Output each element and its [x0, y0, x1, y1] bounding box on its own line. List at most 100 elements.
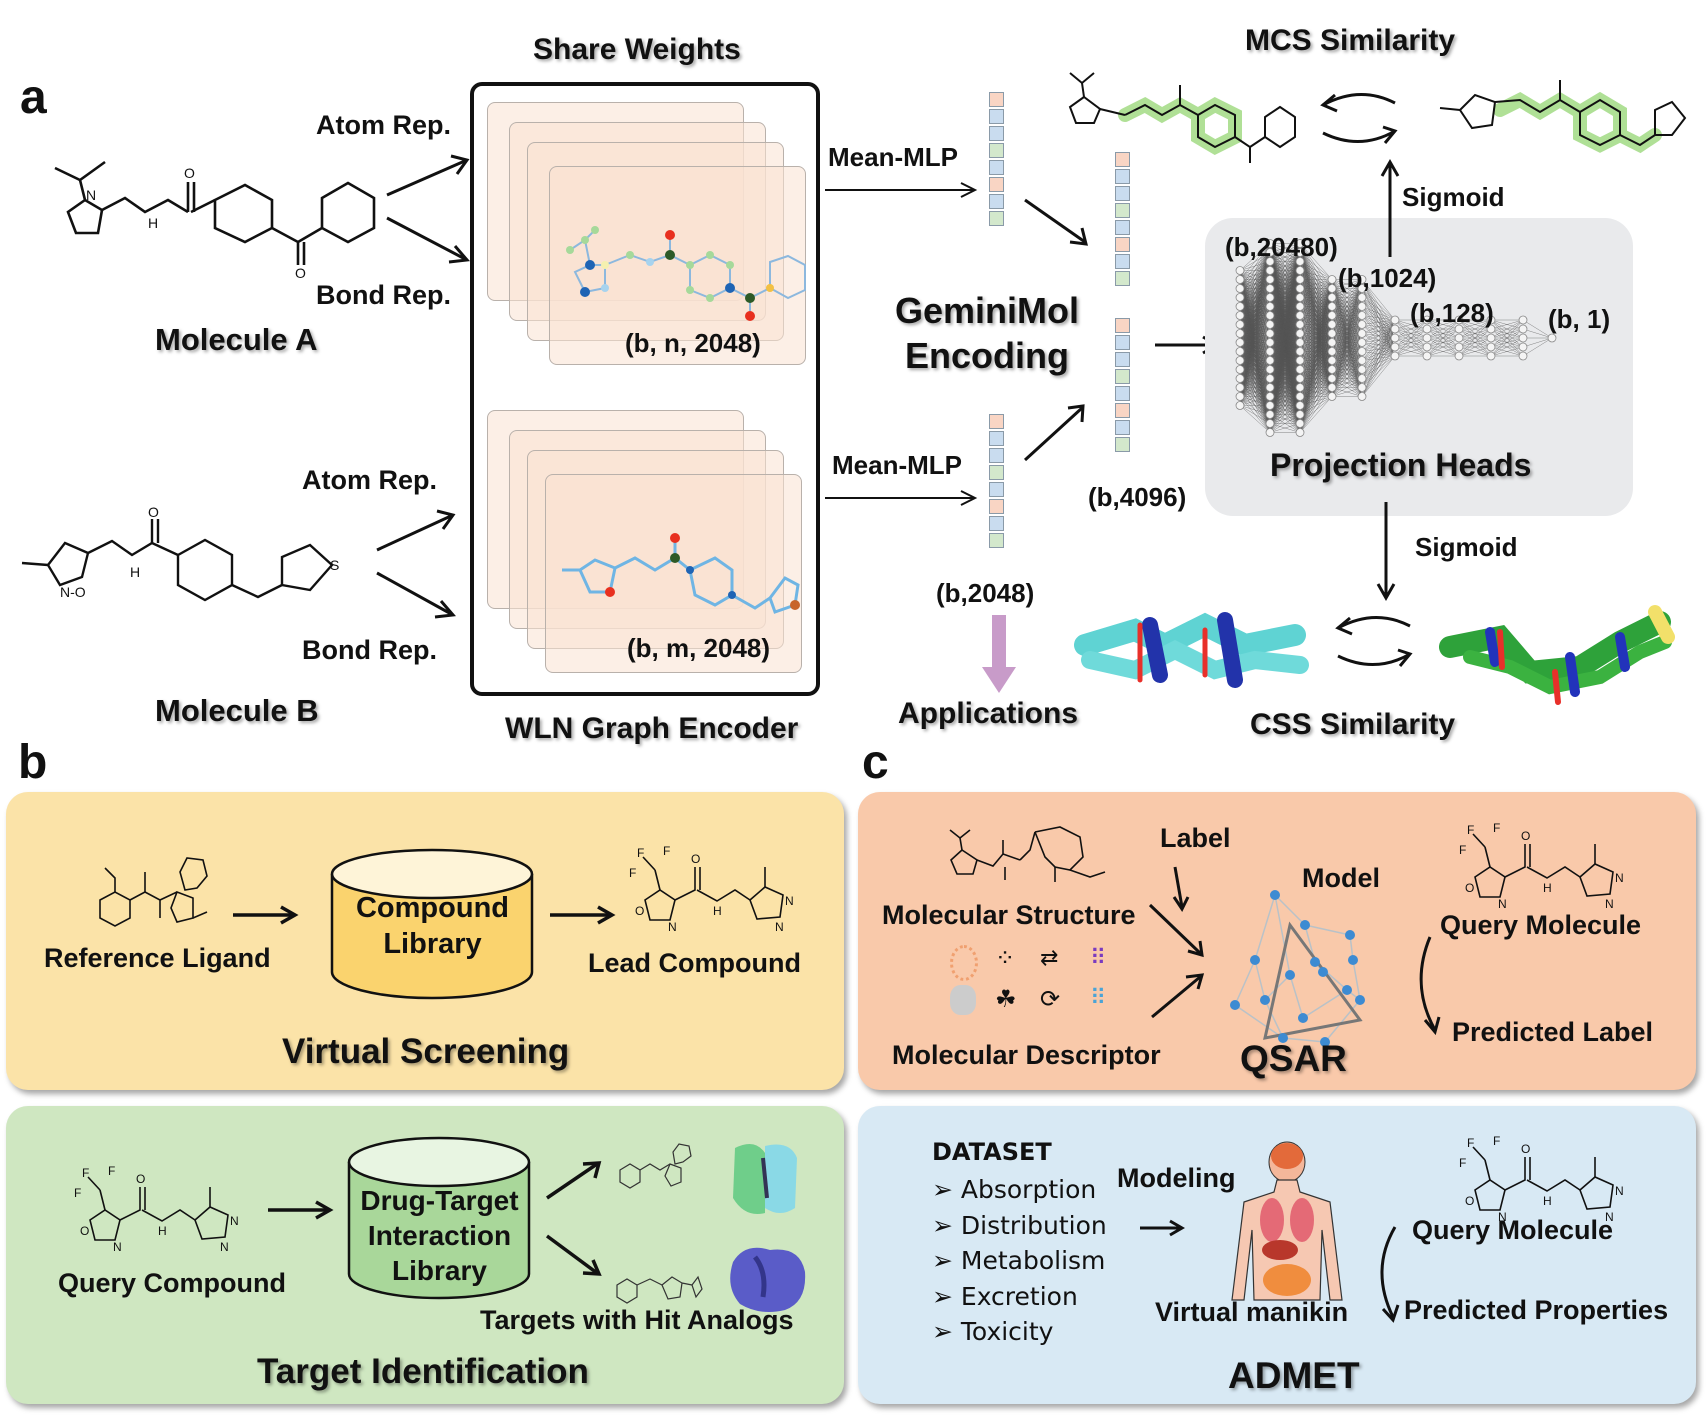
network-edge	[1299, 279, 1333, 307]
network-node	[1265, 392, 1275, 401]
svg-text:N-O: N-O	[60, 584, 86, 600]
network-node	[1295, 275, 1305, 284]
network-edge	[1299, 306, 1333, 433]
descriptor-icons: ⁘ ⇄ ⠿ ☘ ⟳ ⠿	[950, 945, 1130, 1020]
network-edge	[1361, 346, 1396, 397]
model-node	[1298, 1013, 1308, 1023]
network-node	[1357, 302, 1367, 311]
svg-text:O: O	[295, 265, 306, 281]
network-edge	[1331, 279, 1363, 289]
svg-text:F: F	[637, 846, 644, 860]
network-edge	[1394, 319, 1428, 348]
network-edge	[1269, 351, 1301, 433]
network-node	[1422, 315, 1432, 325]
model-edge	[1254, 959, 1266, 1001]
network-edge	[1361, 279, 1396, 321]
library-line-2: Library	[383, 928, 482, 960]
svg-text:O: O	[148, 504, 159, 520]
predicted-label-text: Predicted Label	[1452, 1017, 1654, 1047]
model-node	[1318, 967, 1328, 977]
network-node	[1357, 275, 1367, 284]
network-edge	[1239, 243, 1271, 280]
predicted-properties-label: Predicted Properties	[1404, 1295, 1669, 1325]
network-node	[1454, 315, 1464, 325]
network-node	[1295, 284, 1305, 293]
network-edge	[1269, 387, 1301, 433]
network-node	[1357, 338, 1367, 347]
target-protein-2	[730, 1247, 806, 1312]
model-node	[1300, 920, 1310, 930]
network-node	[1486, 315, 1496, 325]
model-node	[1345, 930, 1355, 940]
fingerprint-gray-icon	[950, 985, 976, 1015]
dti-library-cylinder	[347, 1136, 531, 1300]
network-node	[1327, 275, 1337, 284]
network-edge	[1299, 279, 1333, 352]
network-node	[1327, 338, 1337, 347]
network-edge	[1331, 279, 1363, 397]
network-edge	[1269, 243, 1301, 253]
network-node	[1295, 374, 1305, 383]
mean-mlp-bottom-arrow	[825, 490, 978, 506]
network-edge	[1361, 315, 1396, 321]
network-node	[1265, 356, 1275, 365]
network-edge	[1299, 324, 1333, 433]
network-edge	[1331, 315, 1363, 397]
cluster-icon: ⁘	[995, 945, 1016, 972]
model-node	[1348, 955, 1358, 965]
network-node	[1357, 320, 1367, 329]
network-node	[1327, 311, 1337, 320]
network-edge	[1299, 279, 1333, 343]
svg-text:O: O	[1465, 1194, 1474, 1208]
network-edge	[1458, 319, 1492, 357]
molecule-b-graph	[562, 533, 800, 614]
network-node	[1390, 315, 1400, 325]
network-node	[1235, 374, 1245, 383]
network-edge	[1269, 306, 1301, 433]
model-node	[1355, 995, 1365, 1005]
sigmoid-up-arrow	[1380, 158, 1400, 257]
vector-cell	[989, 533, 1004, 548]
vector-cell	[1115, 152, 1130, 167]
network-edge	[1394, 319, 1428, 330]
network-edge	[1361, 319, 1396, 325]
network-node	[1327, 383, 1337, 392]
modeling-arrow	[1140, 1219, 1185, 1237]
model-node	[1230, 1000, 1240, 1010]
network-edge	[1331, 324, 1363, 397]
network-node	[1327, 302, 1337, 311]
layer-label-20480: (b,20480)	[1225, 232, 1338, 262]
layer-label-1: (b, 1)	[1548, 304, 1611, 334]
network-edge	[1331, 279, 1363, 352]
network-edge	[1299, 396, 1333, 433]
vector-cell	[989, 194, 1004, 209]
network-node	[1295, 266, 1305, 275]
network-edge	[1299, 279, 1333, 415]
network-node	[1486, 342, 1496, 352]
network-node	[1518, 342, 1528, 352]
vector-cell	[1115, 335, 1130, 350]
svg-text:N: N	[1605, 1210, 1614, 1224]
vector-cell	[989, 109, 1004, 124]
mcs-molecule-a	[1068, 72, 1296, 163]
network-node	[1265, 266, 1275, 275]
network-node	[1295, 257, 1305, 266]
network-edge	[1458, 319, 1492, 348]
network-edge	[1361, 297, 1396, 321]
network-edge	[1239, 369, 1271, 406]
network-node	[1295, 338, 1305, 347]
molecule-b-embedding-vector	[989, 414, 1004, 550]
network-node	[1357, 311, 1367, 320]
projection-network	[1235, 239, 1557, 437]
network-edge	[1239, 342, 1271, 406]
network-edge	[1269, 243, 1301, 280]
svg-text:N: N	[220, 1240, 229, 1254]
network-node	[1295, 401, 1305, 410]
molecular-structure-label: Molecular Structure	[882, 900, 1136, 930]
network-edge	[1269, 243, 1301, 307]
vector-cell	[1115, 352, 1130, 367]
network-node	[1235, 320, 1245, 329]
svg-text:F: F	[1467, 823, 1474, 837]
admet-item: ➢ Metabolism	[932, 1246, 1106, 1275]
compound-library-cylinder	[330, 848, 534, 1000]
